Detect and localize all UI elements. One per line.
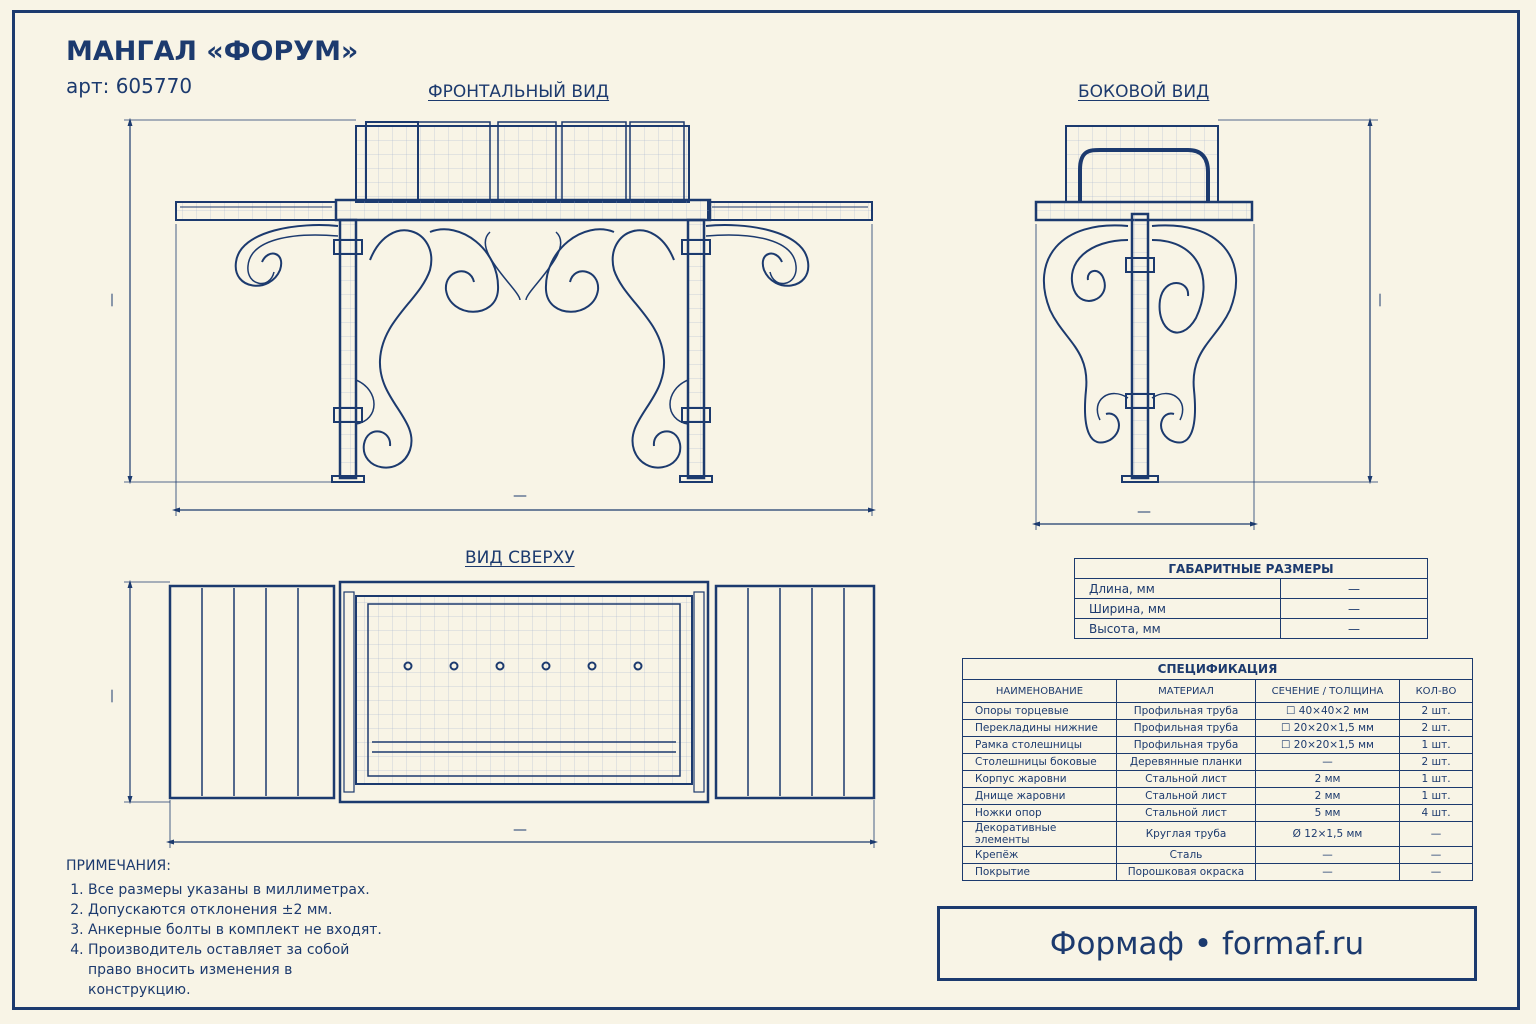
table-row: Длина, мм — bbox=[1074, 578, 1428, 599]
side-view-label: БОКОВОЙ ВИД bbox=[1078, 82, 1210, 102]
spec-section-cell: 2 мм bbox=[1255, 787, 1400, 805]
brand-text: Формаф • formaf.ru bbox=[1049, 925, 1365, 962]
spec-material-cell: Сталь bbox=[1116, 846, 1256, 864]
list-item: Анкерные болты в комплект не входят. bbox=[88, 920, 388, 940]
dims-label: Высота, мм bbox=[1074, 618, 1281, 639]
spec-qty-cell: 2 шт. bbox=[1399, 753, 1473, 771]
dims-label: Ширина, мм bbox=[1074, 598, 1281, 619]
spec-section-cell: ☐ 20×20×1,5 мм bbox=[1255, 719, 1400, 737]
spec-material-cell: Профильная труба bbox=[1116, 719, 1256, 737]
list-item: Все размеры указаны в миллиметрах. bbox=[88, 880, 388, 900]
table-row: Ширина, мм — bbox=[1074, 598, 1428, 619]
top-height-mark: — bbox=[104, 689, 120, 703]
side-view-drawing bbox=[1031, 117, 1378, 530]
specification-table: СПЕЦИФИКАЦИЯ НАИМЕНОВАНИЕ МАТЕРИАЛ СЕЧЕН… bbox=[962, 658, 1473, 881]
spec-section-cell: — bbox=[1255, 846, 1400, 864]
table-row: Высота, мм — bbox=[1074, 618, 1428, 639]
spec-qty-cell: — bbox=[1399, 846, 1473, 864]
spec-header-row: НАИМЕНОВАНИЕ МАТЕРИАЛ СЕЧЕНИЕ / ТОЛЩИНА … bbox=[962, 679, 1473, 703]
spec-name-cell: Рамка столешницы bbox=[962, 736, 1117, 754]
dims-value: — bbox=[1280, 618, 1428, 639]
brand-box: Формаф • formaf.ru bbox=[937, 906, 1477, 981]
spec-qty-cell: 2 шт. bbox=[1399, 702, 1473, 720]
front-view-label: ФРОНТАЛЬНЫЙ ВИД bbox=[428, 82, 610, 102]
spec-section-cell: — bbox=[1255, 863, 1400, 881]
spec-qty-cell: — bbox=[1399, 821, 1473, 847]
top-width-mark: — bbox=[513, 822, 527, 838]
spec-section-cell: Ø 12×1,5 мм bbox=[1255, 821, 1400, 847]
spec-name-cell: Днище жаровни bbox=[962, 787, 1117, 805]
spec-section-cell: ☐ 40×40×2 мм bbox=[1255, 702, 1400, 720]
spec-section-cell: — bbox=[1255, 753, 1400, 771]
article-number: арт: 605770 bbox=[66, 74, 193, 98]
top-view-drawing bbox=[124, 579, 879, 848]
spec-material-cell: Круглая труба bbox=[1116, 821, 1256, 847]
side-width-mark: — bbox=[1137, 504, 1151, 520]
front-width-mark: — bbox=[513, 488, 527, 504]
spec-table-title: СПЕЦИФИКАЦИЯ bbox=[962, 658, 1473, 680]
front-view-drawing bbox=[124, 117, 877, 516]
spec-name-cell: Опоры торцевые bbox=[962, 702, 1117, 720]
spec-material-cell: Стальной лист bbox=[1116, 787, 1256, 805]
spec-column-header: НАИМЕНОВАНИЕ bbox=[962, 679, 1117, 703]
spec-material-cell: Стальной лист bbox=[1116, 770, 1256, 788]
drawing-title: МАНГАЛ «ФОРУМ» bbox=[66, 36, 359, 67]
spec-name-cell: Покрытие bbox=[962, 863, 1117, 881]
spec-name-cell: Крепёж bbox=[962, 846, 1117, 864]
spec-material-cell: Профильная труба bbox=[1116, 736, 1256, 754]
spec-name-cell: Перекладины нижние bbox=[962, 719, 1117, 737]
spec-qty-cell: 4 шт. bbox=[1399, 804, 1473, 822]
dims-label: Длина, мм bbox=[1074, 578, 1281, 599]
top-view-label: ВИД СВЕРХУ bbox=[465, 548, 575, 568]
list-item: Производитель оставляет за собой право в… bbox=[88, 940, 388, 1000]
spec-material-cell: Порошковая окраска bbox=[1116, 863, 1256, 881]
notes-list: Все размеры указаны в миллиметрах. Допус… bbox=[66, 880, 388, 1000]
spec-qty-cell: — bbox=[1399, 863, 1473, 881]
dims-value: — bbox=[1280, 578, 1428, 599]
spec-section-cell: 2 мм bbox=[1255, 770, 1400, 788]
spec-name-cell: Ножки опор bbox=[962, 804, 1117, 822]
spec-qty-cell: 1 шт. bbox=[1399, 770, 1473, 788]
spec-column-header: МАТЕРИАЛ bbox=[1116, 679, 1256, 703]
spec-column-header: КОЛ-ВО bbox=[1399, 679, 1473, 703]
overall-dimensions-table: ГАБАРИТНЫЕ РАЗМЕРЫ Длина, мм — Ширина, м… bbox=[1074, 558, 1428, 639]
notes-block: ПРИМЕЧАНИЯ: Все размеры указаны в миллим… bbox=[66, 856, 388, 1000]
spec-qty-cell: 2 шт. bbox=[1399, 719, 1473, 737]
dims-value: — bbox=[1280, 598, 1428, 619]
spec-section-cell: 5 мм bbox=[1255, 804, 1400, 822]
spec-section-cell: ☐ 20×20×1,5 мм bbox=[1255, 736, 1400, 754]
list-item: Допускаются отклонения ±2 мм. bbox=[88, 900, 388, 920]
drawing-frame bbox=[12, 10, 1520, 1010]
spec-qty-cell: 1 шт. bbox=[1399, 787, 1473, 805]
spec-name-cell: Декоративные элементы bbox=[962, 821, 1117, 847]
spec-material-cell: Деревянные планки bbox=[1116, 753, 1256, 771]
side-height-mark: — bbox=[1372, 293, 1388, 307]
spec-column-header: СЕЧЕНИЕ / ТОЛЩИНА bbox=[1255, 679, 1400, 703]
spec-name-cell: Столешницы боковые bbox=[962, 753, 1117, 771]
spec-qty-cell: 1 шт. bbox=[1399, 736, 1473, 754]
spec-material-cell: Профильная труба bbox=[1116, 702, 1256, 720]
front-height-mark: — bbox=[104, 293, 120, 307]
dims-table-title: ГАБАРИТНЫЕ РАЗМЕРЫ bbox=[1074, 558, 1428, 579]
spec-name-cell: Корпус жаровни bbox=[962, 770, 1117, 788]
spec-material-cell: Стальной лист bbox=[1116, 804, 1256, 822]
notes-title: ПРИМЕЧАНИЯ: bbox=[66, 858, 171, 874]
